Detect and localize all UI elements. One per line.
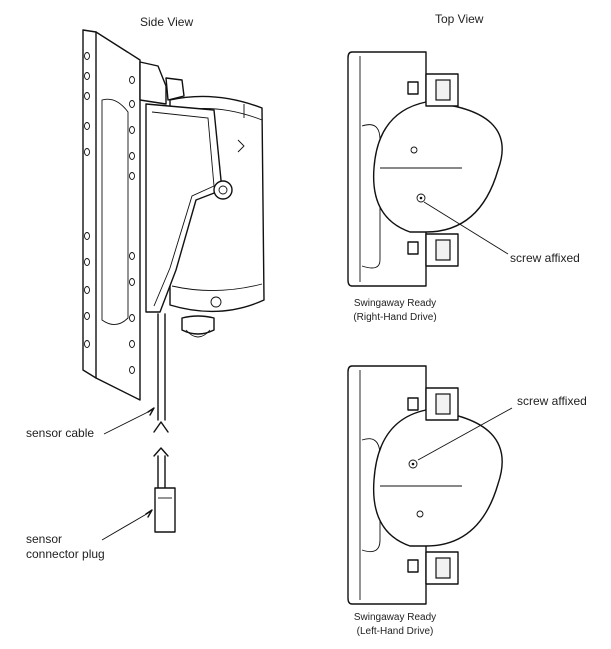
- screw-affixed-label-top: screw affixed: [510, 251, 580, 265]
- top-view-right-hand: [347, 51, 509, 287]
- screw-lh: [408, 459, 418, 469]
- sensor-connector-plug-label-line1: sensor: [26, 532, 63, 546]
- side-view-drawing: [82, 29, 265, 541]
- left-hand-caption-line2: (Left-Hand Drive): [356, 626, 434, 637]
- connector-plug: [154, 487, 176, 533]
- screw-affixed-label-bottom: screw affixed: [517, 394, 587, 408]
- side-view-title: Side View: [140, 15, 194, 29]
- top-view-title: Top View: [435, 12, 484, 26]
- sensor-cable-label: sensor cable: [26, 426, 95, 440]
- top-view-left-hand: [347, 365, 513, 605]
- left-hand-caption-line1: Swingaway Ready: [353, 612, 437, 623]
- screw-rh: [416, 193, 426, 203]
- sensor-disc-rh: [372, 101, 503, 233]
- sensor-disc-lh: [372, 409, 503, 547]
- right-hand-caption-line2: (Right-Hand Drive): [353, 312, 437, 323]
- right-hand-caption-line1: Swingaway Ready: [353, 298, 437, 309]
- swing-bracket: [145, 103, 223, 313]
- mounting-plate: [82, 29, 141, 401]
- plate-holes: [84, 52, 135, 374]
- sensor-connector-plug-label-line2: connector plug: [26, 547, 105, 561]
